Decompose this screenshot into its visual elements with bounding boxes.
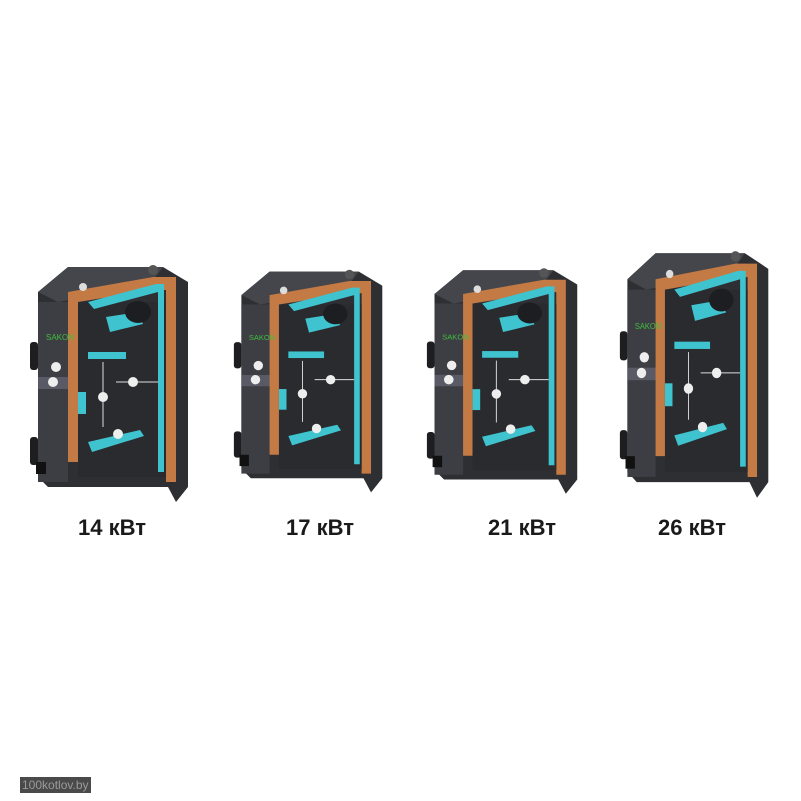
boiler-26kw-image: SAKON xyxy=(619,250,769,499)
svg-text:SAKON: SAKON xyxy=(249,333,275,342)
brand-logo: SAKON xyxy=(46,333,74,342)
watermark: 100kotlov.by xyxy=(20,777,91,793)
power-label-26: 26 кВт xyxy=(658,515,726,540)
power-label-14: 14 кВт xyxy=(78,515,146,540)
boiler-14kw-image: SAKON xyxy=(29,264,189,503)
power-label-21: 21 кВт xyxy=(488,515,556,540)
boiler-21kw-image: SAKON xyxy=(426,267,578,495)
power-label-17: 17 кВт xyxy=(286,515,354,540)
boiler-17kw-image: SAKON xyxy=(233,269,383,493)
svg-text:SAKON: SAKON xyxy=(442,333,469,342)
svg-text:SAKON: SAKON xyxy=(635,322,662,331)
